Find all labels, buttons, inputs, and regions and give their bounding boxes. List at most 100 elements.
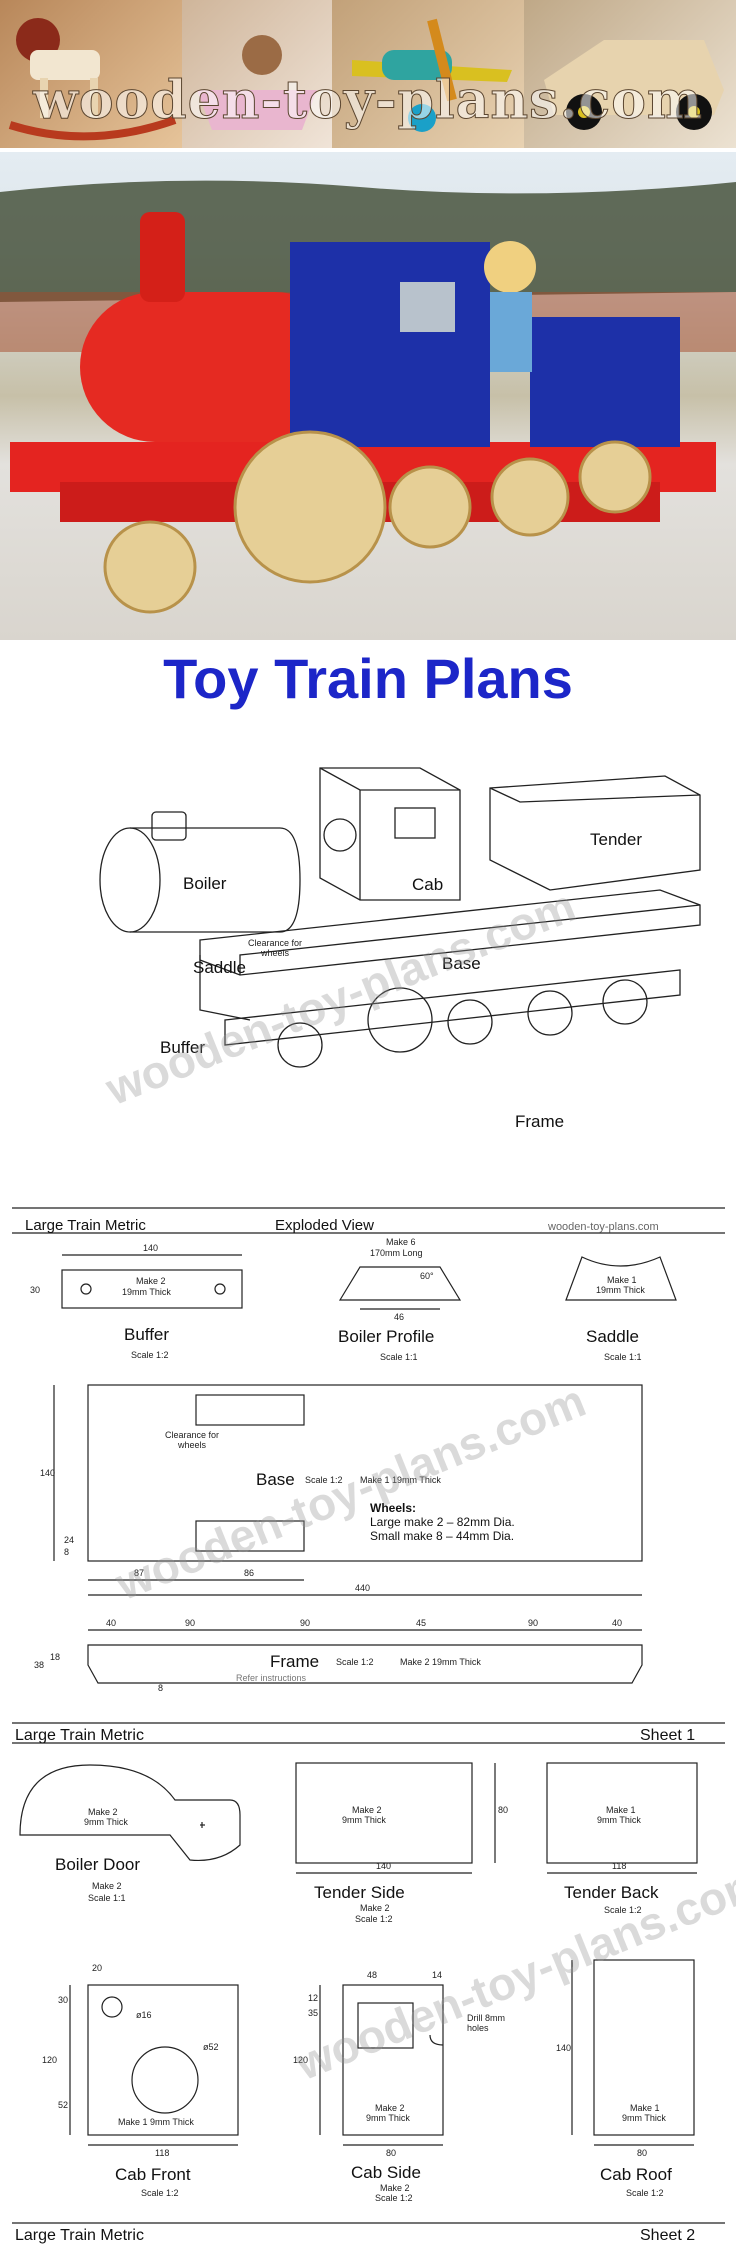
brand-watermark[interactable]: wooden-toy-plans.com <box>33 70 703 132</box>
label-cab: Cab <box>412 875 444 894</box>
tender-back-note1: Make 1 <box>606 1805 636 1815</box>
boiler-profile-note1: Make 6 <box>386 1237 416 1247</box>
boiler-door-note1: Make 2 <box>88 1807 118 1817</box>
sheet2-footer-right: Sheet 2 <box>640 2227 696 2244</box>
frame-scale: Scale 1:2 <box>336 1657 374 1667</box>
boiler-profile-name: Boiler Profile <box>338 1327 435 1346</box>
label-boiler: Boiler <box>183 874 227 893</box>
base-d1: 87 <box>134 1568 145 1578</box>
base-note: Make 1 19mm Thick <box>360 1475 441 1485</box>
sheet1-footer-left: Large Train Metric <box>15 1727 144 1744</box>
cab-front-name: Cab Front <box>115 2165 191 2184</box>
frame-s: 8 <box>158 1683 164 1693</box>
boiler-profile-width: 46 <box>394 1312 405 1322</box>
wheels-title: Wheels: <box>370 1501 417 1515</box>
header-tile-toy-plane[interactable] <box>332 0 524 148</box>
sheet1-header-right: wooden-toy-plans.com <box>548 1221 659 1233</box>
wheels-small: Small make 8 – 44mm Dia. <box>370 1529 515 1543</box>
page-title: Toy Train Plans <box>163 647 573 710</box>
tender-back-name: Tender Back <box>564 1883 659 1902</box>
tender-back-w: 118 <box>612 1861 627 1871</box>
buffer-width: 140 <box>143 1243 159 1253</box>
base-name: Base <box>256 1470 295 1489</box>
cab-side-w: 80 <box>386 2148 397 2158</box>
toy-plane-icon <box>352 18 512 132</box>
tender-side-note1: Make 2 <box>352 1805 382 1815</box>
cab-front-d1: 20 <box>92 1963 103 1973</box>
exploded-view-drawing <box>99 767 701 1068</box>
toy-train-illustration <box>0 180 736 614</box>
saddle-name: Saddle <box>586 1327 639 1346</box>
sheet-1: Large Train Metric Exploded View wooden-… <box>0 1205 736 1745</box>
base-s2: 8 <box>64 1547 70 1557</box>
buffer-height: 30 <box>30 1285 41 1295</box>
header-tile-rocking-horse[interactable] <box>0 0 182 148</box>
base-height: 140 <box>40 1468 56 1478</box>
cab-roof-w: 80 <box>637 2148 648 2158</box>
tender-back-scale: Scale 1:2 <box>604 1905 642 1915</box>
cab-front-w: 118 <box>155 2148 170 2158</box>
label-tender: Tender <box>590 830 642 849</box>
cab-front-h: 120 <box>42 2055 58 2065</box>
cab-side-t1: 48 <box>367 1970 378 1980</box>
cab-roof-name: Cab Roof <box>600 2165 672 2184</box>
tender-side-note2: 9mm Thick <box>342 1815 386 1825</box>
cab-side-note1: Make 2 <box>375 2103 405 2113</box>
base-width: 440 <box>355 1583 371 1593</box>
toy-car-icon <box>544 40 724 130</box>
saddle-scale: Scale 1:1 <box>604 1352 642 1362</box>
boiler-profile-note2: 170mm Long <box>370 1248 423 1258</box>
frame-dim-3: 45 <box>416 1618 427 1628</box>
sheet-2-drawing <box>12 1762 725 2224</box>
frame-name: Frame <box>270 1652 320 1671</box>
buffer-scale: Scale 1:2 <box>131 1350 169 1360</box>
cab-front-scale: Scale 1:2 <box>141 2188 179 2198</box>
frame-note: Make 2 19mm Thick <box>400 1657 481 1667</box>
label-saddle: Saddle <box>193 958 246 977</box>
cab-front-d2: 30 <box>58 1995 69 2005</box>
boiler-profile-scale: Scale 1:1 <box>380 1352 418 1362</box>
tender-side-scale: Scale 1:2 <box>355 1914 393 1924</box>
sheet-1-drawing <box>12 1207 725 1744</box>
header-banner[interactable]: wooden-toy-plans.com <box>0 0 736 148</box>
cab-side-scale: Scale 1:2 <box>375 2193 413 2203</box>
base-clearance: Clearance for wheels <box>164 1430 220 1450</box>
label-frame: Frame <box>515 1112 565 1131</box>
label-buffer: Buffer <box>160 1038 206 1057</box>
frame-h2: 18 <box>50 1652 61 1662</box>
sheet-2: Make 2 9mm Thick Boiler Door Make 2 Scal… <box>0 1745 736 2247</box>
cab-front-d3: 52 <box>58 2100 69 2110</box>
boiler-door-note2: 9mm Thick <box>84 1817 128 1827</box>
cab-side-s1: 35 <box>308 2008 319 2018</box>
buffer-note1: Make 2 <box>136 1276 166 1286</box>
cab-roof-h: 140 <box>556 2043 572 2053</box>
label-base: Base <box>442 954 481 973</box>
cab-side-note2: 9mm Thick <box>366 2113 410 2123</box>
cab-front-hole1: ø16 <box>136 2010 152 2020</box>
frame-dim-1: 90 <box>185 1618 196 1628</box>
sheet1-header-left: Large Train Metric <box>25 1217 146 1234</box>
tender-back-note2: 9mm Thick <box>597 1815 641 1825</box>
base-d2: 86 <box>244 1568 255 1578</box>
cab-roof-scale: Scale 1:2 <box>626 2188 664 2198</box>
exploded-view: Boiler Cab Tender Saddle Base Buffer Fra… <box>0 740 736 1180</box>
wheels-large: Large make 2 – 82mm Dia. <box>370 1515 515 1529</box>
header-tile-toy-car[interactable] <box>524 0 736 148</box>
cab-roof-note1: Make 1 <box>630 2103 660 2113</box>
saddle-note2: 19mm Thick <box>596 1285 645 1295</box>
boiler-door-name: Boiler Door <box>55 1855 141 1874</box>
rocking-horse-icon <box>8 18 177 141</box>
boiler-profile-angle: 60° <box>420 1271 434 1281</box>
cab-side-name: Cab Side <box>351 2163 421 2182</box>
cab-side-h: 120 <box>293 2055 309 2065</box>
header-tile-doll-cradle[interactable] <box>182 0 332 148</box>
boiler-door-make: Make 2 <box>92 1881 122 1891</box>
buffer-name: Buffer <box>124 1325 170 1344</box>
tender-side-w: 140 <box>376 1861 392 1871</box>
hero-photo <box>0 152 736 640</box>
frame-dim-2: 90 <box>300 1618 311 1628</box>
cab-side-make: Make 2 <box>380 2183 410 2193</box>
cab-front-hole2: ø52 <box>203 2042 219 2052</box>
base-scale: Scale 1:2 <box>305 1475 343 1485</box>
frame-dim-5: 40 <box>612 1618 623 1628</box>
